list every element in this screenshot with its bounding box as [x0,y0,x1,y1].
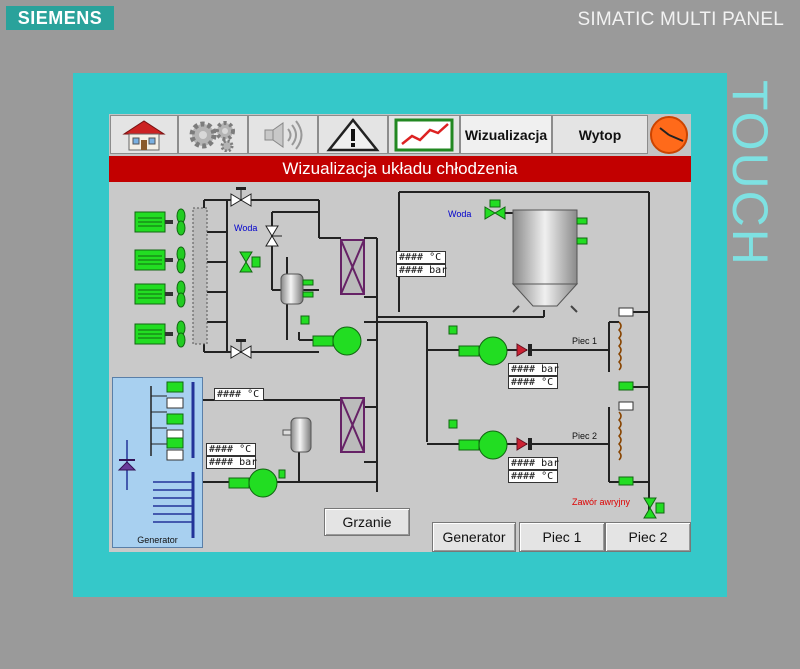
speaker-icon [264,119,303,150]
heat-exchangers [340,239,365,453]
clock-icon [650,115,688,154]
home-icon [122,119,166,150]
cooling-fans [134,207,208,348]
tab-wytop[interactable]: Wytop [552,115,648,154]
siemens-logo: SIEMENS [6,6,114,30]
trends-button[interactable] [388,115,460,154]
water-label-right: Woda [448,209,472,219]
oven2-button[interactable]: Piec 2 [605,522,691,552]
generator-panel: Generator [112,377,203,548]
panel-model-label: SIMATIC MULTI PANEL [577,9,784,30]
alarms-button[interactable] [318,115,388,154]
hmi-screen: Wizualizacja Wytop Wizualizacja układu c… [109,114,691,552]
oven1-button[interactable]: Piec 1 [519,522,605,552]
generator-busbar [117,381,195,538]
oven1-label: Piec 1 [572,336,598,346]
trend-icon [394,118,454,151]
generator-temperature: #### °C [214,388,264,401]
generator-label: Generator [137,535,178,545]
hx2-pressure: #### bar [206,456,257,469]
generator-button[interactable]: Generator [432,522,516,552]
oven1-temperature: #### °C [508,376,558,389]
oven-sensors [618,307,634,486]
hx2-temperature: #### °C [206,443,256,456]
oven2-pressure: #### bar [508,457,559,470]
tab-wizualizacja[interactable]: Wizualizacja [460,115,552,154]
touch-label: TOUCH [722,80,778,267]
clock-button[interactable] [648,115,690,154]
settings-button[interactable] [178,115,248,154]
home-button[interactable] [110,115,178,154]
pumps [228,315,528,498]
toolbar: Wizualizacja Wytop [109,114,691,156]
oven2-temperature: #### °C [508,470,558,483]
sound-button[interactable] [248,115,318,154]
warning-icon [326,117,380,151]
oven-coils [617,321,622,461]
water-label-left: Woda [234,223,258,233]
hx1-pressure: #### bar [396,264,447,277]
hx1-temperature: #### °C [396,251,446,264]
gears-icon [189,120,235,152]
oven1-pressure: #### bar [508,363,559,376]
heating-button[interactable]: Grzanie [324,508,410,536]
valves [230,187,665,519]
small-tanks [280,273,314,453]
emergency-valve-label: Zawór awryjny [572,497,631,507]
cooling-process-diagram [134,187,665,519]
oven2-label: Piec 2 [572,431,598,441]
screen-title: Wizualizacja układu chłodzenia [109,156,691,182]
piping [191,191,650,512]
main-vessel [511,209,588,313]
